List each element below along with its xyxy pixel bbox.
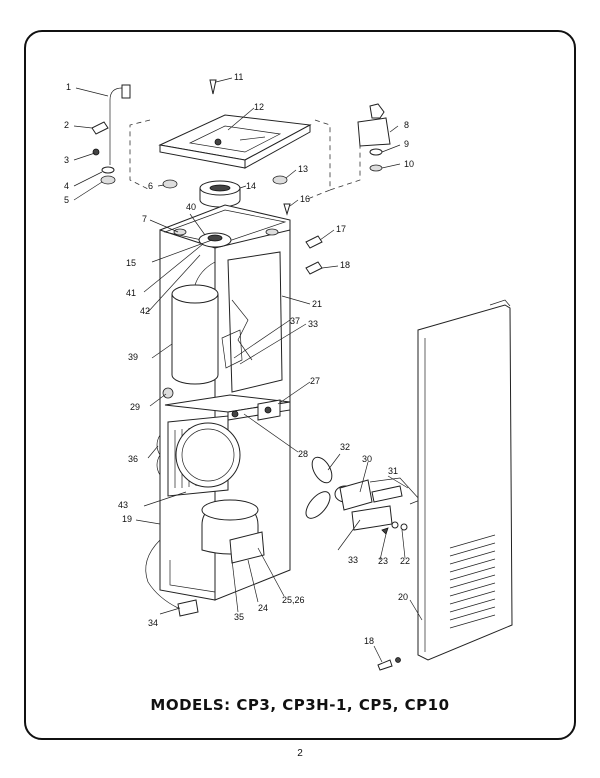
reservoir-outlet-part	[207, 234, 223, 242]
fitting-part	[265, 228, 279, 236]
callout-label: 4	[64, 181, 69, 191]
guide-line	[129, 119, 151, 191]
grommet-part	[272, 175, 288, 185]
nut-part	[100, 175, 116, 185]
callout-label: 31	[388, 466, 398, 476]
reservoir-ring-part	[199, 180, 241, 208]
vent-louvers	[449, 534, 496, 629]
callout-label: 14	[246, 181, 256, 191]
grommet-part	[162, 179, 178, 189]
callout-label: 40	[186, 202, 196, 212]
callout-label: 42	[140, 306, 150, 316]
callout-label: 9	[404, 139, 409, 149]
cold-tank-part	[171, 261, 219, 385]
callout-label: 21	[312, 299, 322, 309]
nut-part	[395, 657, 401, 663]
callout-label: 8	[404, 120, 409, 130]
screw-part	[381, 527, 389, 535]
screw-part	[92, 148, 100, 156]
callout-label: 28	[298, 449, 308, 459]
callout-label: 33	[308, 319, 318, 329]
callout-label: 36	[128, 454, 138, 464]
callout-label: 17	[336, 224, 346, 234]
callout-label: 5	[64, 195, 69, 205]
plug-part	[177, 599, 199, 617]
clip-part	[305, 235, 323, 249]
power-cord-part	[145, 539, 179, 609]
callout-label: 23	[378, 556, 388, 566]
callout-label: 6	[148, 181, 153, 191]
callout-label: 27	[310, 376, 320, 386]
callout-label: 10	[404, 159, 414, 169]
faucet-rod-part	[109, 84, 131, 165]
evaporator-part	[221, 329, 243, 369]
callout-label: 33	[348, 555, 358, 565]
compressor-part	[201, 499, 265, 564]
screw-part	[283, 203, 291, 216]
callout-label: 18	[340, 260, 350, 270]
callout-label: 11	[234, 72, 243, 82]
callout-label: 16	[300, 194, 310, 204]
callout-label: 20	[398, 592, 408, 602]
washer-part	[101, 166, 115, 174]
callout-labels: 1 2 3 4 5 6 7 8 9 10 11 12 13 14 15 16 1…	[64, 72, 414, 646]
insulation-panel-part	[227, 251, 283, 393]
clip-part	[305, 261, 323, 275]
callout-label: 18	[364, 636, 374, 646]
callout-label: 3	[64, 155, 69, 165]
leader-lines	[73, 77, 423, 663]
bracket-part	[91, 121, 109, 135]
washer-part	[391, 521, 399, 529]
callout-label: 19	[122, 514, 132, 524]
fitting-part	[162, 387, 174, 399]
callout-label: 30	[362, 454, 372, 464]
callout-label: 41	[126, 288, 136, 298]
side-panel-part	[417, 299, 513, 661]
callout-label: 22	[400, 556, 410, 566]
callout-label: 43	[118, 500, 128, 510]
guide-line	[304, 119, 331, 201]
callout-label: 2	[64, 120, 69, 130]
callout-label: 35	[234, 612, 244, 622]
callout-label: 34	[148, 618, 158, 628]
callout-label: 29	[130, 402, 140, 412]
top-cover-part	[158, 114, 312, 169]
callout-label: 25,26	[282, 595, 305, 605]
faucet-part	[357, 103, 391, 172]
screw-part	[377, 659, 393, 671]
callout-label: 1	[66, 82, 71, 92]
callout-label: 15	[126, 258, 136, 268]
fitting-part	[173, 228, 187, 236]
callout-label: 24	[258, 603, 268, 613]
condenser-part	[156, 415, 241, 497]
top-screw-part	[209, 79, 217, 95]
diagram-border	[24, 30, 576, 740]
models-caption: MODELS: CP3, CP3H-1, CP5, CP10	[150, 696, 450, 714]
callout-label: 12	[254, 102, 264, 112]
callout-label: 7	[142, 214, 147, 224]
washer-part	[400, 523, 408, 531]
callout-label: 32	[340, 442, 350, 452]
callout-label: 37	[290, 316, 300, 326]
callout-label: 39	[128, 352, 138, 362]
page-number: 2	[297, 748, 303, 759]
fan-assembly-part	[305, 456, 421, 531]
guide-line	[329, 130, 361, 191]
callout-label: 13	[298, 164, 308, 174]
